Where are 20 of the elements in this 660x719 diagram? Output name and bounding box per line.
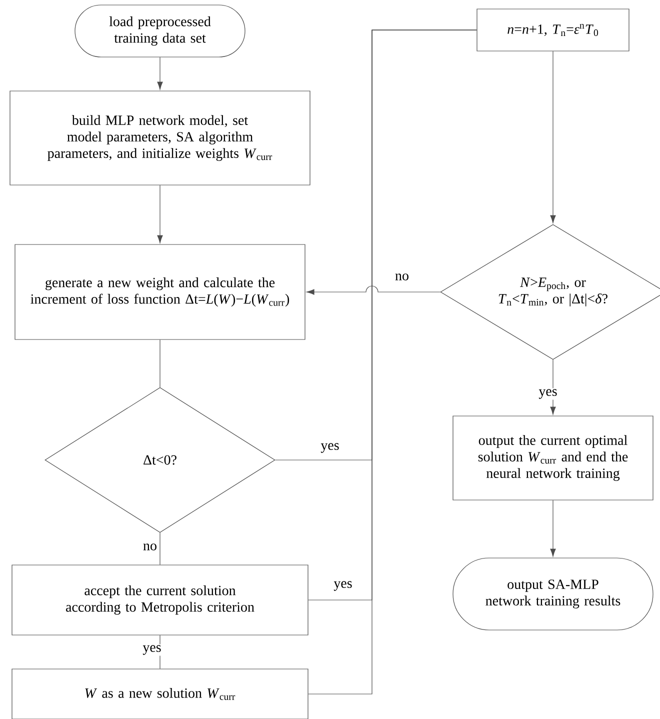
edge-label: no [394,272,410,282]
connector-line [157,185,163,244]
edge-label: yes [538,388,558,400]
process-box: n=n+1, T$_{n}$=ε$^{n}$T$_{0}$ [476,8,630,52]
process-box: W as a new solution W$_{curr}$ [12,668,308,719]
edge-label: yes [332,580,354,592]
process-box: generate a new weight and calculate the increment of loss function Δt=L(W)−L(W$_{curr}$) [14,244,306,340]
connector-line [550,500,556,557]
process-box: build MLP network model, set model parameters, SA algorithm parameters, and initialize weights W$_{curr}$ [10,90,310,186]
process-box: output the current optimal solution W$_{curr}$ and end the neural network training [452,416,654,500]
edge-label: yes [142,644,162,656]
connector-line [157,57,163,90]
connector-line [550,360,556,415]
process-box: accept the current solution according to Metropolis criterion [12,564,308,636]
terminal-box: load preprocessed training data set [74,4,246,58]
edge-label: yes [320,442,340,454]
edge-label: no [142,542,158,552]
connector-line [306,286,440,295]
terminal-box: output SA-MLP network training results [452,558,654,630]
connector-line [550,51,556,224]
